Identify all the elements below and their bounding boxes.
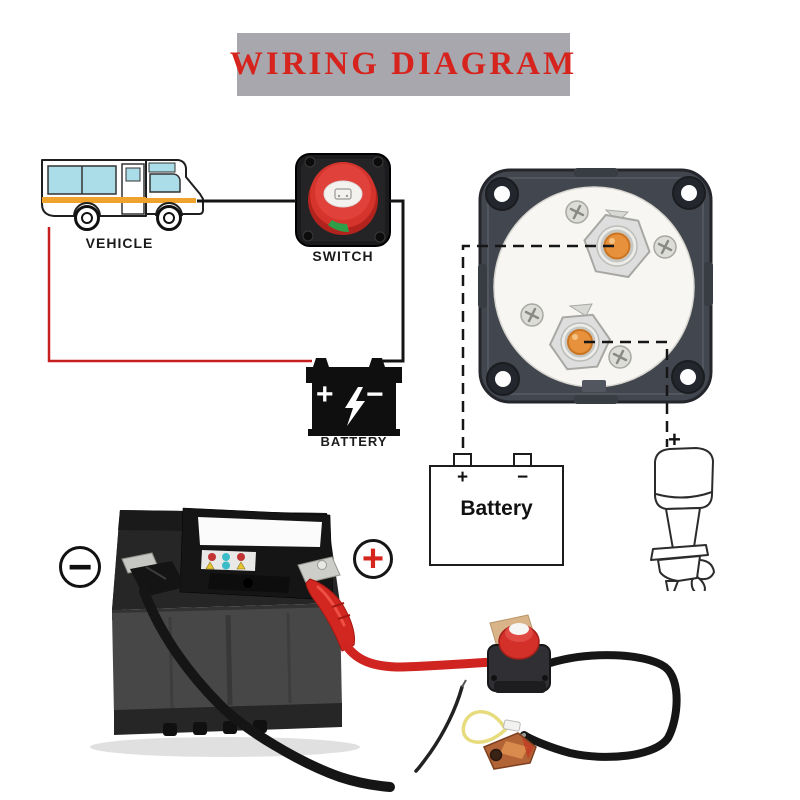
car-battery — [112, 507, 342, 736]
lightning-icon — [345, 387, 365, 426]
battery-top-label — [198, 517, 322, 547]
yellow-wire — [461, 710, 508, 744]
propeller-icon — [690, 575, 706, 591]
black-loop-wire — [520, 651, 681, 761]
battery-icon: + − — [306, 356, 402, 440]
battery-box-body — [429, 465, 564, 566]
car-battery-photo — [60, 495, 760, 800]
switch-drawing — [295, 153, 391, 247]
knob-battery-pictogram — [334, 188, 352, 200]
battery-plus-sign: + — [316, 378, 334, 411]
switch-product-photo — [414, 614, 681, 773]
battery-box-plus-sign: + — [456, 467, 469, 488]
rv-vehicle-drawing — [41, 159, 204, 231]
red-cable — [341, 640, 497, 672]
switch-back-panel-photo — [478, 168, 713, 404]
switch-back-drawing — [478, 168, 713, 404]
battery-right-terminal — [369, 358, 385, 367]
battery-left-terminal — [313, 358, 329, 367]
battery-box-minus-sign: − — [516, 467, 529, 488]
plus-circle-icon: + — [353, 539, 393, 579]
motor-plus-sign: + — [668, 427, 681, 452]
battery-glyph — [306, 358, 402, 436]
ring-terminal-lug-icon — [482, 732, 537, 770]
negative-symbol: − — [67, 543, 93, 590]
battery-switch-icon — [294, 152, 392, 248]
positive-clamp-icon — [297, 556, 355, 652]
outboard-motor-icon — [640, 446, 720, 591]
green-indicator — [328, 220, 349, 232]
title-banner: WIRING DIAGRAM — [230, 33, 574, 96]
battery-box-positive-tab — [453, 453, 472, 467]
negative-cable — [139, 586, 395, 792]
outboard-motor-drawing — [650, 447, 715, 591]
battery-minus-sign: − — [366, 378, 384, 411]
battery-label: BATTERY — [320, 434, 388, 449]
page-title: WIRING DIAGRAM — [229, 46, 578, 82]
vehicle-label: VEHICLE — [85, 235, 154, 251]
battery-box-label: Battery — [460, 497, 533, 520]
rv-vehicle-icon — [32, 150, 207, 242]
battery-box-negative-tab — [513, 453, 532, 467]
minus-circle-icon: − — [59, 546, 101, 588]
wire-connector — [503, 719, 521, 732]
switch-label: SWITCH — [312, 248, 374, 264]
thin-black-wire — [414, 685, 464, 773]
battery-kit-drawing — [90, 507, 681, 792]
positive-symbol: + — [361, 538, 385, 580]
battery-box-icon: + − Battery — [429, 453, 564, 568]
